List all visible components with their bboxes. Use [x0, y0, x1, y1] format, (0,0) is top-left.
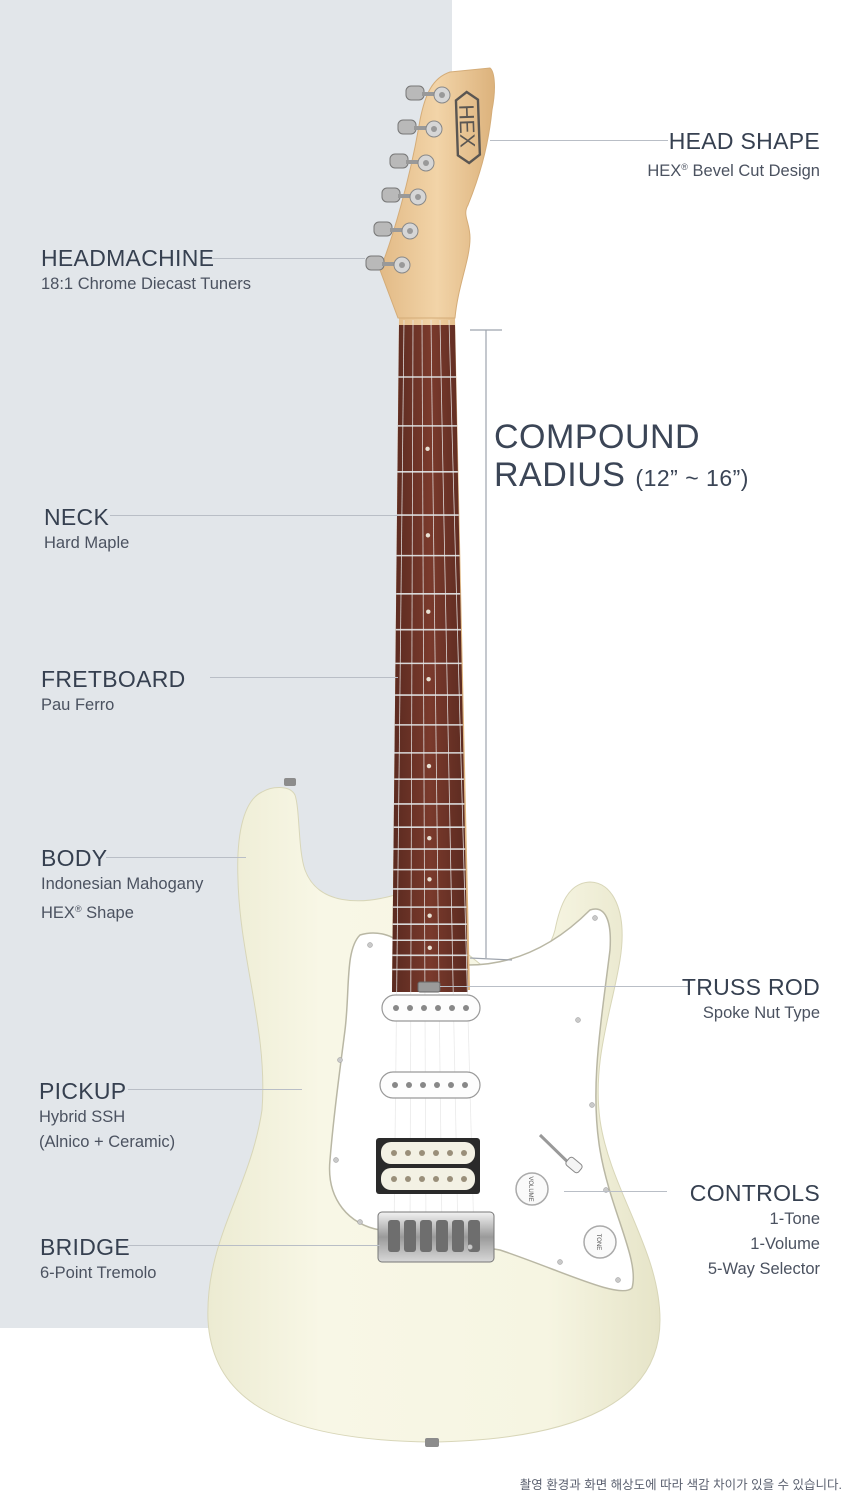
spec-detail: 18:1 Chrome Diecast Tuners	[41, 275, 252, 293]
fret-inlay	[425, 533, 431, 538]
spec-headmachine: HEADMACHINE 18:1 Chrome Diecast Tuners	[41, 245, 251, 297]
head-shape-leader	[490, 140, 668, 141]
spec-title: BRIDGE	[40, 1234, 130, 1260]
tone-knob: TONE	[583, 1225, 617, 1259]
fret-inlay	[427, 913, 432, 918]
spec-title: TRUSS ROD	[681, 974, 820, 1000]
spec-detail: HEX® Bevel Cut Design	[647, 162, 820, 180]
pickup-leader	[128, 1089, 302, 1090]
spec-fretboard: FRETBOARD Pau Ferro	[41, 666, 186, 718]
body-leader	[106, 857, 246, 858]
fret-inlay	[426, 677, 431, 682]
spec-detail: Spoke Nut Type	[702, 1004, 820, 1022]
compound-radius-line1: COMPOUND	[494, 418, 701, 456]
spec-detail-2: HEX® Shape	[41, 904, 134, 922]
compound-radius-range: (12” ~ 16”)	[635, 465, 749, 491]
compound-radius-line2: RADIUS (12” ~ 16”)	[494, 456, 749, 494]
spec-neck: NECK Hard Maple	[44, 504, 129, 556]
spec-head-shape: HEAD SHAPE HEX® Bevel Cut Design	[647, 128, 820, 184]
fret-inlay	[426, 609, 431, 614]
fret-inlay	[427, 877, 432, 882]
truss-rod-leader	[440, 986, 690, 987]
tone-knob-label: TONE	[595, 1234, 601, 1251]
spec-truss-rod: TRUSS ROD Spoke Nut Type	[682, 974, 820, 1026]
fret-inlay	[426, 763, 432, 769]
bridge-humbucker	[376, 1138, 480, 1194]
spec-title: NECK	[44, 504, 110, 530]
tuner-peg	[373, 221, 419, 240]
spec-bridge: BRIDGE 6-Point Tremolo	[40, 1234, 156, 1286]
spec-detail: Hybrid SSH	[39, 1108, 126, 1126]
spec-pickup: PICKUP Hybrid SSH (Alnico + Ceramic)	[39, 1078, 175, 1155]
spec-title: FRETBOARD	[41, 666, 186, 692]
fret-inlay	[425, 446, 430, 452]
controls-leader	[564, 1191, 667, 1192]
neck-pickup	[381, 994, 481, 1022]
fretboard-leader	[210, 677, 398, 678]
spec-title: HEAD SHAPE	[668, 128, 820, 154]
tremolo-bridge	[377, 1211, 495, 1263]
spec-body: BODY Indonesian Mahogany HEX® Shape	[41, 845, 203, 926]
headstock-logo-text: HEX	[454, 104, 478, 148]
spec-detail: 6-Point Tremolo	[40, 1264, 157, 1282]
spec-detail: Pau Ferro	[41, 696, 115, 714]
spec-detail: Hard Maple	[44, 534, 130, 552]
fret-inlay	[427, 945, 433, 950]
spec-title: CONTROLS	[689, 1180, 820, 1206]
headmachine-leader	[210, 258, 365, 259]
spec-detail-tone: 1-Tone	[769, 1210, 820, 1228]
spec-detail: Indonesian Mahogany	[41, 875, 204, 893]
tuner-peg	[397, 119, 443, 138]
middle-pickup	[379, 1071, 481, 1099]
fret-inlay	[427, 835, 432, 841]
tuner-peg	[365, 255, 411, 274]
fretboard	[392, 325, 468, 992]
spec-title: PICKUP	[39, 1078, 127, 1104]
compound-radius-bracket	[469, 329, 513, 961]
spec-title: HEADMACHINE	[41, 245, 215, 271]
volume-knob-label: VOLUME	[527, 1176, 533, 1201]
color-disclaimer: 촬영 환경과 화면 해상도에 따라 색감 차이가 있을 수 있습니다.	[519, 1478, 842, 1492]
volume-knob: VOLUME	[515, 1172, 549, 1206]
spec-detail-selector: 5-Way Selector	[707, 1260, 820, 1278]
bridge-leader	[128, 1245, 380, 1246]
spec-detail-volume: 1-Volume	[750, 1235, 820, 1253]
spec-controls: CONTROLS 1-Tone 1-Volume 5-Way Selector	[690, 1180, 820, 1282]
tuner-peg	[405, 85, 451, 104]
neck-leader	[110, 515, 398, 516]
tuner-peg	[381, 187, 427, 206]
compound-radius-label: COMPOUND RADIUS (12” ~ 16”)	[494, 418, 749, 497]
spec-title: BODY	[41, 845, 108, 871]
spec-detail-2: (Alnico + Ceramic)	[39, 1133, 176, 1151]
tuner-peg	[389, 153, 435, 172]
